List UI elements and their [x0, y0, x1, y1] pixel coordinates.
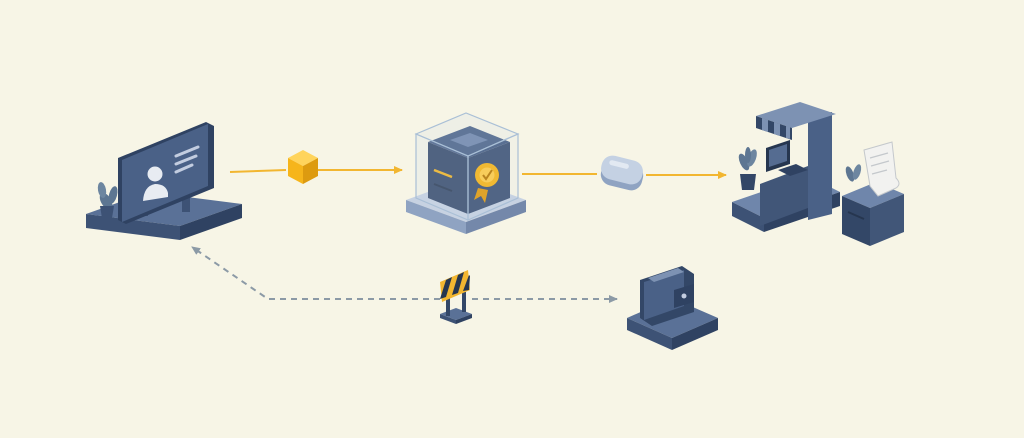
token-cube	[288, 150, 318, 184]
verified-vault	[406, 112, 526, 234]
identity-kiosk	[86, 122, 242, 240]
receipt-paper-icon	[863, 141, 900, 197]
plant-icon	[97, 182, 118, 218]
merchant-storefront	[732, 102, 840, 232]
wallet-icon	[640, 266, 694, 326]
barrier	[440, 270, 472, 324]
capsule-token	[600, 155, 644, 191]
edge-barrier-to-kiosk	[191, 246, 440, 300]
wallet	[627, 266, 718, 350]
storefront-plant-icon	[738, 147, 757, 190]
badge-vault-icon	[474, 163, 499, 203]
receipt-terminal	[842, 141, 904, 246]
edge-kiosk-to-cube	[229, 169, 287, 173]
profile-screen-icon	[143, 145, 200, 201]
